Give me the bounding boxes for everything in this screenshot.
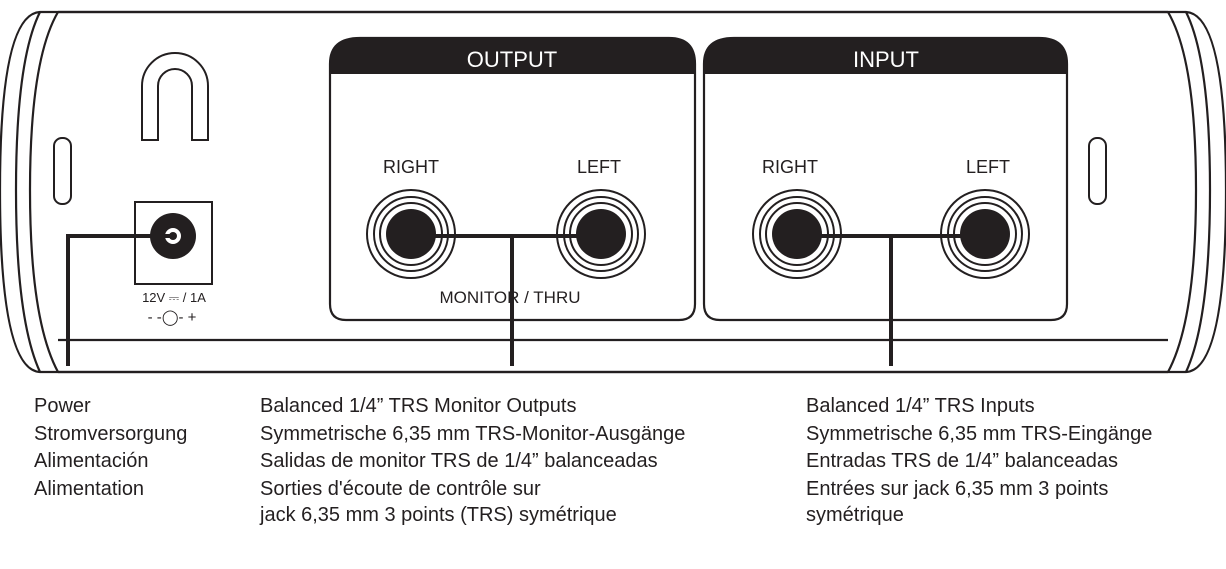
output-left-label: LEFT: [577, 157, 621, 177]
power-callout-line: [66, 234, 173, 366]
outputs-caption-en: Balanced 1/4” TRS Monitor Outputs: [260, 395, 577, 417]
output-header: OUTPUT: [467, 47, 557, 72]
power-caption: Power Stromversorgung Alimentación Alime…: [34, 393, 187, 503]
outputs-caption-es: Salidas de monitor TRS de 1/4” balancead…: [260, 450, 658, 472]
inputs-caption-de: Symmetrische 6,35 mm TRS-Eingänge: [806, 422, 1153, 445]
input-header: INPUT: [853, 47, 919, 72]
output-panel: [328, 36, 697, 322]
input-left-label: LEFT: [966, 157, 1010, 177]
outputs-caption-de: Symmetrische 6,35 mm TRS-Monitor-Ausgäng…: [260, 422, 686, 445]
input-right-label: RIGHT: [762, 157, 818, 177]
outputs-caption-fr-2: jack 6,35 mm 3 points (TRS) symétrique: [260, 504, 617, 526]
input-panel: [702, 36, 1069, 322]
power-rating-label: 12V ⎓ / 1A: [142, 290, 206, 305]
cable-hook-icon: [141, 52, 209, 141]
right-slot: [1088, 137, 1107, 205]
power-caption-es: Alimentación: [34, 450, 149, 472]
output-right-label: RIGHT: [383, 157, 439, 177]
inputs-caption: Balanced 1/4” TRS Inputs Symmetrische 6,…: [806, 393, 1152, 527]
power-caption-de: Stromversorgung: [34, 422, 188, 445]
output-callout-line: [411, 234, 601, 366]
inputs-caption-fr-2: symétrique: [806, 504, 904, 526]
inputs-caption-en: Balanced 1/4” TRS Inputs: [806, 395, 1035, 417]
outputs-caption: Balanced 1/4” TRS Monitor Outputs Symmet…: [260, 393, 685, 527]
power-caption-fr: Alimentation: [34, 477, 145, 500]
polarity-symbol-icon: - -◯- +: [148, 309, 197, 326]
input-callout-line: [797, 234, 985, 366]
inputs-caption-es: Entradas TRS de 1/4” balanceadas: [806, 450, 1119, 472]
outputs-caption-fr-1: Sorties d'écoute de contrôle sur: [260, 477, 541, 500]
power-caption-en: Power: [34, 395, 91, 417]
callout-lines: [66, 234, 985, 366]
inputs-caption-fr-1: Entrées sur jack 6,35 mm 3 points: [806, 477, 1109, 500]
left-slot: [53, 137, 72, 205]
